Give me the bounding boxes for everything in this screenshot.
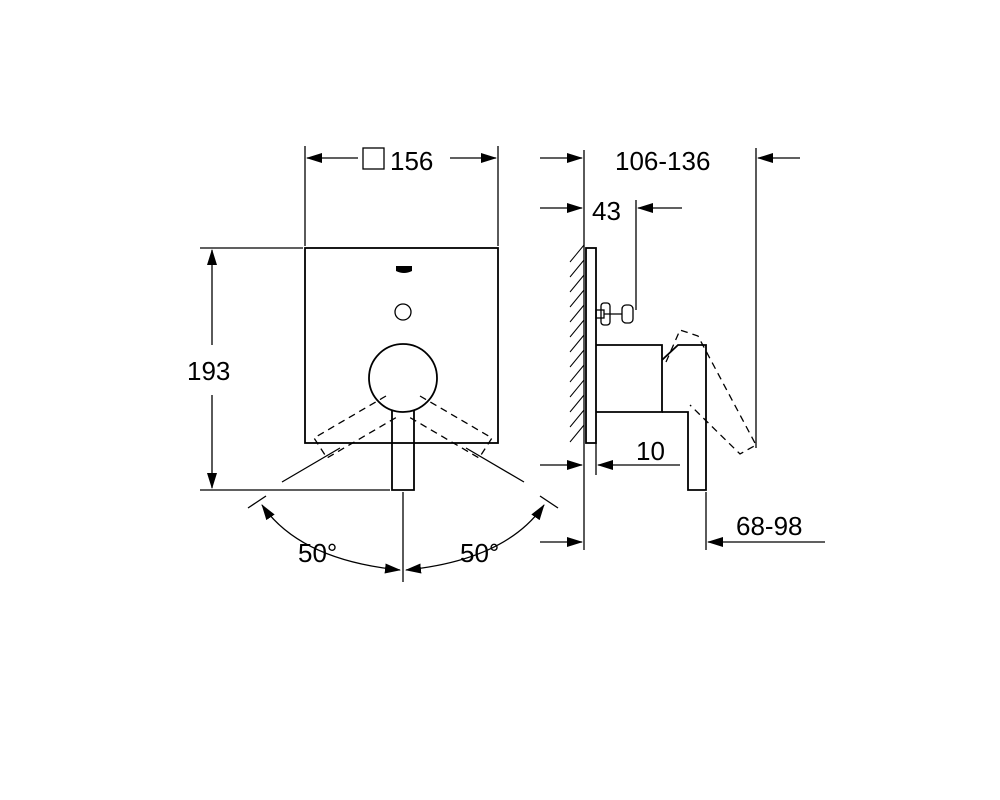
diverter-profile [595, 302, 634, 326]
indicator-mark [396, 266, 412, 273]
hub-profile [596, 344, 663, 413]
projection-range-label: 106-136 [615, 146, 710, 176]
angle-arc-left [261, 504, 401, 574]
angle-right-label: 50° [460, 538, 499, 568]
wall-hatching [569, 244, 585, 443]
handle-hub [368, 343, 438, 413]
side-view: 106-136 43 10 68-98 [540, 146, 825, 550]
handle-range-label: 68-98 [736, 511, 803, 541]
cover-plate [304, 247, 499, 444]
lever-rotated-left [313, 395, 398, 459]
angle-arc-right [405, 504, 545, 574]
height-label: 193 [187, 356, 230, 386]
offset-10-label: 10 [636, 436, 665, 466]
plate-width-label: 156 [390, 146, 433, 176]
lever-handle [391, 410, 415, 491]
square-symbol [362, 147, 385, 170]
lever-profile-rotated [665, 329, 757, 455]
lever-profile [661, 344, 707, 491]
angle-left-label: 50° [298, 538, 337, 568]
lever-rotated-right [408, 395, 493, 459]
plate-profile [585, 247, 597, 444]
diverter-knob [394, 303, 412, 321]
front-view: 50° 50° 156 193 [187, 146, 559, 582]
depth-43-label: 43 [592, 196, 621, 226]
